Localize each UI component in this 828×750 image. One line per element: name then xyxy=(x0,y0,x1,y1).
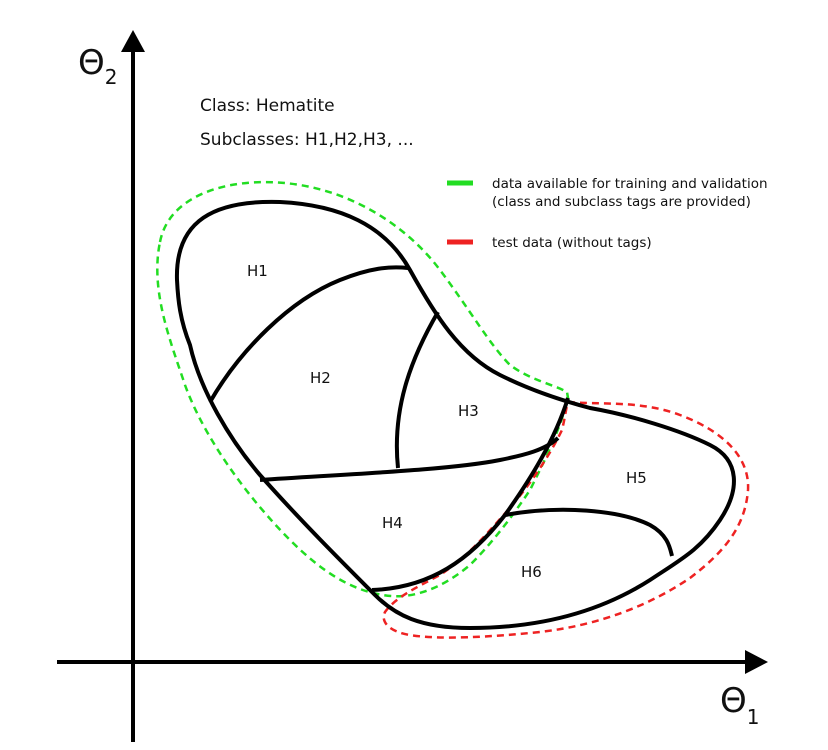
region-label-h6: H6 xyxy=(521,563,542,581)
region-label-h2: H2 xyxy=(310,369,331,387)
x-axis-arrowhead xyxy=(745,650,768,674)
region-label-h3: H3 xyxy=(458,402,479,420)
region-label-h4: H4 xyxy=(382,514,403,532)
x-axis-subscript: 1 xyxy=(747,705,760,729)
region-label-h5: H5 xyxy=(626,469,647,487)
x-axis-symbol: Θ xyxy=(720,681,747,721)
legend: data available for training and validati… xyxy=(447,176,768,251)
legend-label-test: test data (without tags) xyxy=(492,235,652,251)
y-axis-arrowhead xyxy=(121,30,145,52)
y-axis-subscript: 2 xyxy=(105,65,118,89)
legend-label-training-line2: (class and subclass tags are provided) xyxy=(492,194,751,210)
test-data-boundary xyxy=(382,400,750,639)
y-axis-symbol: Θ xyxy=(78,43,105,83)
boundary-h2-h3 xyxy=(394,310,440,469)
boundary-h2h3-h4 xyxy=(259,436,560,482)
subclasses-label: Subclasses: H1,H2,H3, ... xyxy=(200,130,414,150)
y-axis-title: Θ2 xyxy=(78,43,118,89)
legend-label-training-line1: data available for training and validati… xyxy=(492,176,768,192)
class-label: Class: Hematite xyxy=(200,96,335,116)
boundary-h4-h5h6 xyxy=(371,397,570,592)
x-axis-title: Θ1 xyxy=(720,681,760,729)
boundary-h5-h6 xyxy=(504,507,674,557)
boundary-h1-h2 xyxy=(208,265,409,403)
training-data-boundary xyxy=(156,180,570,598)
region-label-h1: H1 xyxy=(247,262,268,280)
